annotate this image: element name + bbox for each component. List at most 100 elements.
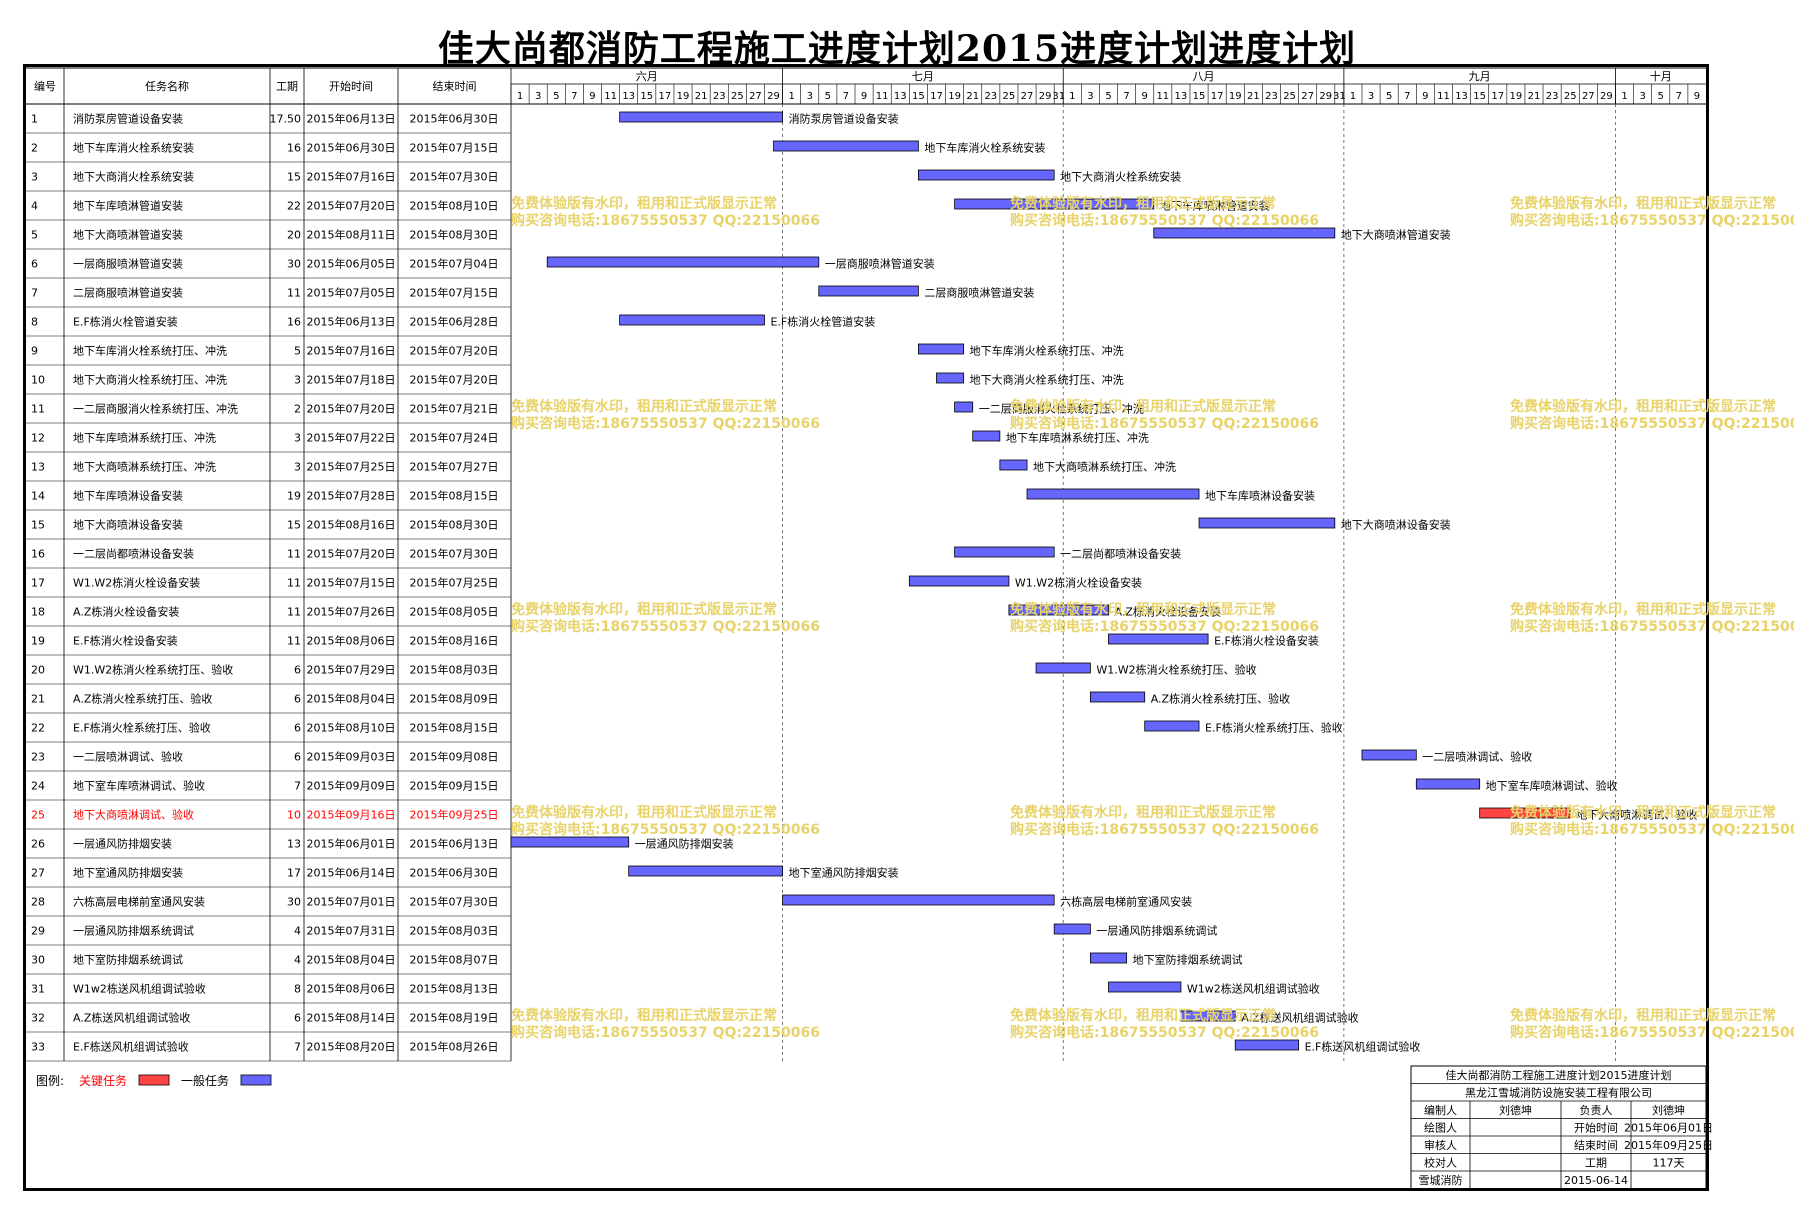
cell-name: 六栋高层电梯前室通风安装: [73, 895, 205, 909]
gantt-bar: [936, 372, 965, 384]
gantt-bar: [1153, 227, 1336, 239]
cell-id: 3: [31, 171, 38, 184]
day-label: 9: [1422, 91, 1428, 102]
gantt-bar: [917, 343, 965, 355]
cell-start: 2015年07月18日: [307, 373, 396, 387]
legend-critical-label: 关键任务: [79, 1073, 127, 1088]
day-label: 5: [1658, 91, 1664, 102]
day-label: 25: [1003, 91, 1016, 102]
gantt-bar: [546, 256, 820, 268]
gantt-bar: [1479, 807, 1571, 819]
cell-end: 2015年08月30日: [410, 518, 499, 532]
bar-label: 地下车库喷淋系统打压、冲洗: [1006, 431, 1149, 445]
bar-label: 一层通风防排烟系统调试: [1096, 924, 1217, 938]
day-label: 27: [1021, 91, 1034, 102]
day-label: 5: [1386, 91, 1392, 102]
day-label: 29: [1319, 91, 1332, 102]
day-label: 7: [1676, 91, 1682, 102]
cell-duration: 11: [287, 287, 301, 300]
watermark-text: 购买咨询电话:18675550537 QQ:22150066: [511, 821, 820, 838]
column-header-id: 编号: [34, 79, 56, 93]
watermark-text: 免费体验版有水印，租用和正式版显示正常: [1010, 601, 1276, 618]
watermark-text: 购买咨询电话:18675550537 QQ:22150066: [1510, 821, 1794, 838]
cell-id: 17: [31, 577, 45, 590]
cell-start: 2015年08月16日: [307, 518, 396, 532]
info-cell: 绘图人: [1424, 1121, 1457, 1135]
cell-end: 2015年09月15日: [410, 779, 499, 793]
cell-start: 2015年07月16日: [307, 344, 396, 358]
cell-end: 2015年07月21日: [410, 402, 499, 416]
day-label: 17: [659, 91, 672, 102]
bar-label: 二层商服喷淋管道安装: [924, 286, 1034, 300]
day-label: 1: [517, 91, 523, 102]
cell-start: 2015年07月15日: [307, 576, 396, 590]
watermark-text: 免费体验版有水印，租用和正式版显示正常: [511, 804, 777, 821]
month-label: 六月: [636, 70, 658, 83]
gantt-bar: [1089, 952, 1128, 964]
gantt-bar: [1144, 720, 1200, 732]
watermark-text: 免费体验版有水印，租用和正式版显示正常: [1010, 1007, 1276, 1024]
cell-duration: 4: [294, 954, 301, 967]
cell-end: 2015年07月30日: [410, 895, 499, 909]
gantt-bar: [954, 198, 1155, 210]
watermark-text: 购买咨询电话:18675550537 QQ:22150066: [1510, 618, 1794, 635]
cell-name: 消防泵房管道设备安装: [73, 112, 183, 126]
cell-start: 2015年09月09日: [307, 779, 396, 793]
day-label: 1: [1069, 91, 1075, 102]
info-company: 黑龙江雪城消防设施安装工程有限公司: [1465, 1086, 1652, 1100]
day-label: 23: [984, 91, 997, 102]
bar-label: A.Z栋消火栓系统打压、验收: [1151, 692, 1290, 706]
legend-normal-swatch: [240, 1074, 272, 1086]
day-label: 17: [930, 91, 943, 102]
bar-label: 地下大商喷淋管道安装: [1341, 228, 1451, 242]
day-label: 15: [1193, 91, 1206, 102]
cell-start: 2015年08月06日: [307, 634, 396, 648]
cell-end: 2015年09月08日: [410, 750, 499, 764]
cell-start: 2015年07月20日: [307, 547, 396, 561]
info-cell: 开始时间: [1574, 1121, 1618, 1135]
info-cell: 编制人: [1424, 1103, 1457, 1117]
info-title: 佳大尚都消防工程施工进度计划2015进度计划: [1446, 1068, 1672, 1082]
day-label: 29: [1039, 91, 1052, 102]
gantt-bar: [1180, 1010, 1236, 1022]
cell-id: 16: [31, 548, 45, 561]
bar-label: 地下室通风防排烟安装: [789, 866, 899, 880]
day-label: 13: [1175, 91, 1188, 102]
cell-duration: 3: [294, 432, 301, 445]
cell-end: 2015年07月25日: [410, 576, 499, 590]
day-label: 3: [1087, 91, 1093, 102]
day-label: 5: [553, 91, 559, 102]
day-label: 19: [677, 91, 690, 102]
cell-id: 18: [31, 606, 45, 619]
day-label: 1: [788, 91, 794, 102]
cell-name: 地下车库消火栓系统打压、冲洗: [73, 344, 227, 358]
day-label: 21: [966, 91, 979, 102]
watermark-text: 购买咨询电话:18675550537 QQ:22150066: [1510, 1024, 1794, 1041]
bar-label: E.F栋消火栓设备安装: [1214, 634, 1319, 648]
cell-name: 一层商服喷淋管道安装: [73, 257, 183, 271]
cell-name: 地下室通风防排烟安装: [73, 866, 183, 880]
day-label: 7: [571, 91, 577, 102]
cell-name: 地下车库喷淋系统打压、冲洗: [73, 431, 216, 445]
day-label: 29: [767, 91, 780, 102]
cell-name: 一二层尚都喷淋设备安装: [73, 547, 194, 561]
cell-id: 33: [31, 1041, 45, 1054]
gantt-bar: [782, 894, 1055, 906]
info-cell: 刘德坤: [1652, 1103, 1685, 1117]
cell-duration: 5: [294, 345, 301, 358]
watermark-text: 免费体验版有水印，租用和正式版显示正常: [1510, 195, 1776, 212]
cell-start: 2015年08月06日: [307, 982, 396, 996]
bar-label: 一层商服喷淋管道安装: [825, 257, 935, 271]
watermark-text: 购买咨询电话:18675550537 QQ:22150066: [1010, 212, 1319, 229]
cell-id: 27: [31, 867, 45, 880]
cell-duration: 3: [294, 374, 301, 387]
cell-end: 2015年07月30日: [410, 170, 499, 184]
day-label: 9: [1694, 91, 1700, 102]
gantt-bar: [1035, 662, 1091, 674]
info-cell: 雪城消防: [1419, 1173, 1463, 1187]
day-label: 11: [876, 91, 889, 102]
day-label: 5: [825, 91, 831, 102]
bar-label: 地下车库喷淋管道安装: [1160, 199, 1270, 213]
bar-label: 地下车库消火栓系统安装: [924, 141, 1045, 155]
